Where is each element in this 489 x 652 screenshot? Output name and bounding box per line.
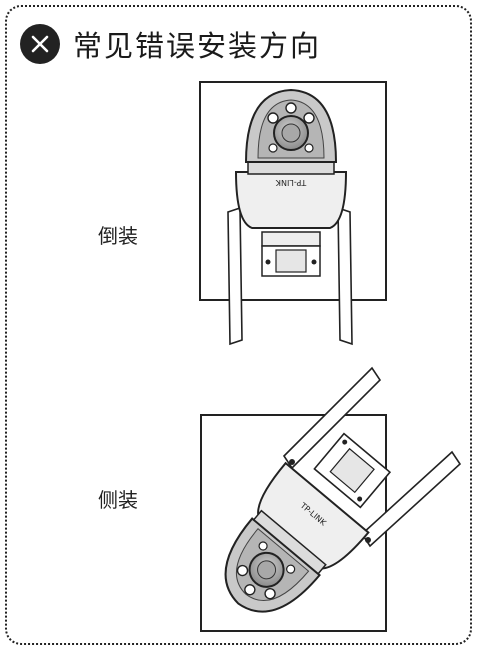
logo-1: TP-LINK [275, 178, 307, 187]
bracket-2 [313, 432, 392, 509]
camera-group-2: TP-LINK [224, 461, 370, 613]
mount-arm-right-1 [337, 206, 353, 346]
page-title: 常见错误安装方向 [73, 29, 322, 63]
dotted-frame [5, 5, 472, 645]
mount-arm-left-1 [227, 206, 243, 346]
mount-arm-upper-2 [282, 366, 382, 470]
sideways-label: 侧装 [98, 488, 138, 512]
upside-down-label: 倒装 [98, 224, 138, 248]
title-row: 常见错误安装方向 [20, 22, 321, 66]
camera-body-1 [234, 171, 348, 229]
close-icon [20, 24, 60, 64]
